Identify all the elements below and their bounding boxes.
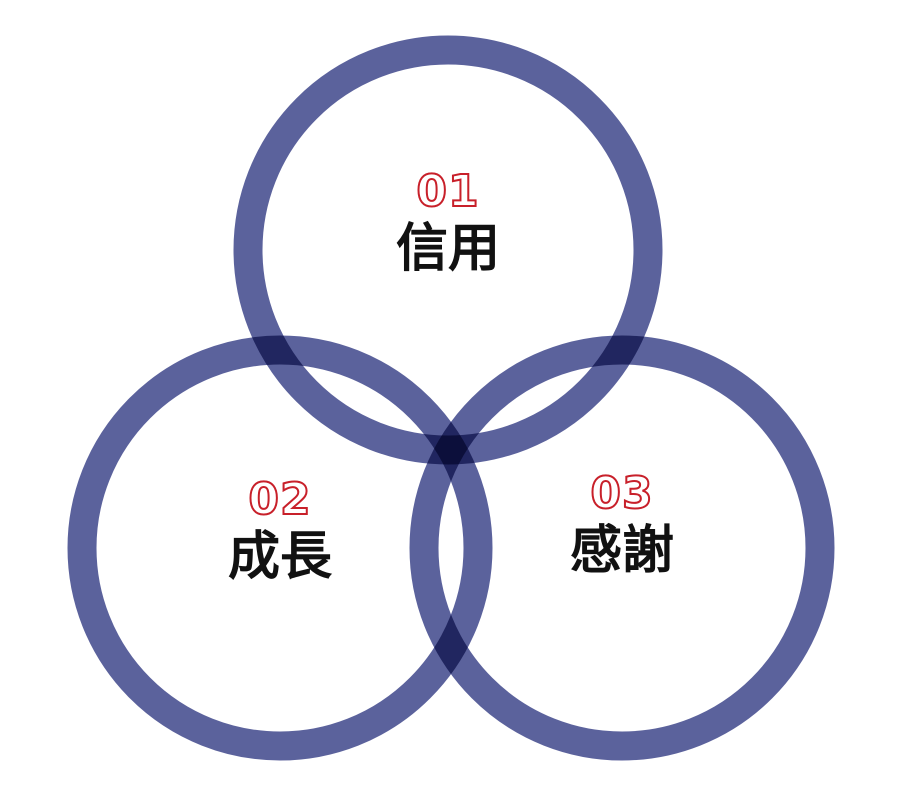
value-label: 信用 — [395, 219, 500, 279]
value-number: 03 — [589, 468, 654, 519]
ring-left — [67, 335, 493, 761]
value-label: 感謝 — [569, 521, 674, 581]
value-block-right: 03 感謝 — [522, 468, 722, 582]
value-number: 02 — [247, 474, 312, 525]
ring-right — [409, 335, 835, 761]
value-number: 01 — [415, 166, 480, 217]
value-block-top: 01 信用 — [348, 166, 548, 280]
value-block-left: 02 成長 — [180, 474, 380, 588]
value-label: 成長 — [227, 527, 332, 587]
